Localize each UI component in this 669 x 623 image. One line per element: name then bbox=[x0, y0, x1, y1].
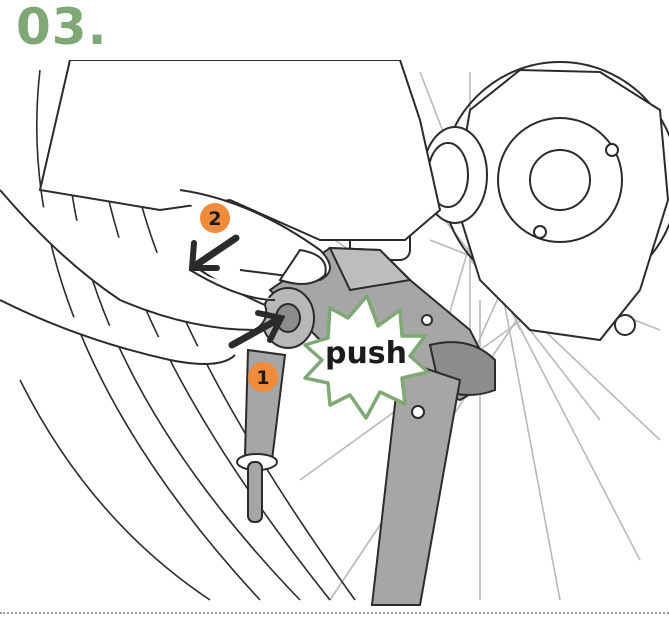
bottom-divider bbox=[0, 612, 669, 614]
badge-step-2: 2 bbox=[200, 203, 230, 233]
illustration: 2 1 push bbox=[0, 60, 669, 608]
svg-text:push: push bbox=[325, 336, 407, 371]
step-number: 03. bbox=[16, 2, 108, 52]
badge-step-1: 1 bbox=[248, 362, 278, 392]
svg-text:1: 1 bbox=[256, 367, 269, 389]
drawbar-arm bbox=[372, 360, 460, 605]
svg-text:2: 2 bbox=[208, 208, 221, 230]
